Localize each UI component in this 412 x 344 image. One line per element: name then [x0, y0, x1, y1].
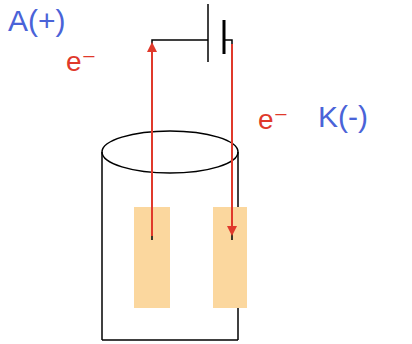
electron-label: e⁻	[66, 48, 96, 76]
electron-arrow	[231, 44, 233, 234]
battery-symbol	[208, 4, 224, 62]
anode-label: A(+)	[8, 6, 66, 36]
electron-arrow	[151, 44, 153, 236]
cathode-electrode	[213, 207, 247, 308]
wire	[152, 40, 232, 240]
cathode-label: K(-)	[318, 102, 368, 132]
electron-label: e⁻	[258, 106, 288, 134]
